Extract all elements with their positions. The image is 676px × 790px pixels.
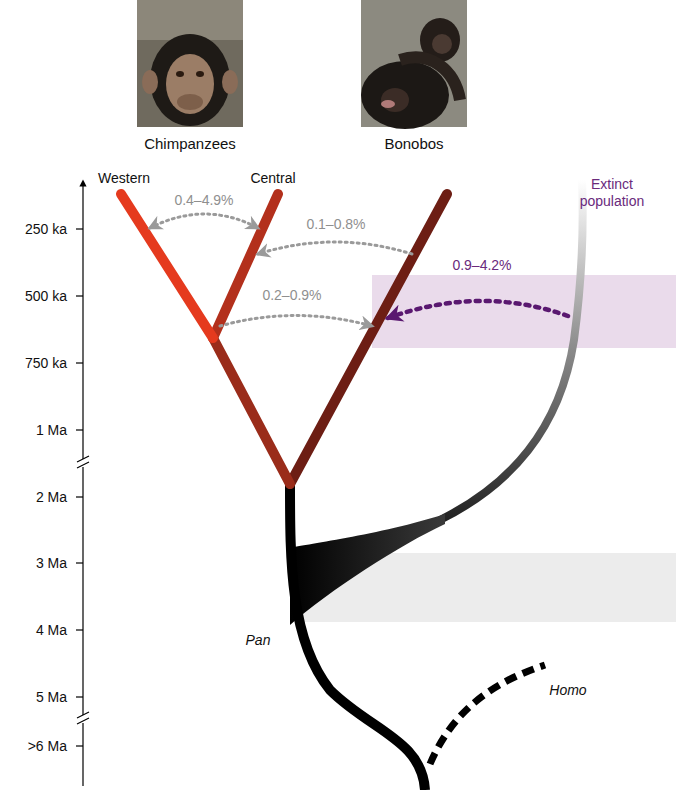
- axis-tick-label: >6 Ma: [28, 738, 67, 755]
- admixture-value: 0.4–4.9%: [174, 192, 233, 209]
- axis-tick-label: 3 Ma: [36, 555, 67, 572]
- gene-flow-arrows: [150, 214, 568, 326]
- population-name: Central: [250, 170, 295, 187]
- admixture-value: 0.2–0.9%: [262, 287, 321, 304]
- bonobo-photo: [361, 0, 467, 129]
- chimpanzee-photo: [137, 0, 243, 127]
- pan-tree: [121, 194, 447, 484]
- axis-tick-label: 1 Ma: [36, 422, 67, 439]
- axis-tick-label: 250 ka: [25, 221, 67, 238]
- genus-name: Homo: [549, 682, 586, 699]
- axis-tick-label: 4 Ma: [36, 622, 67, 639]
- genus-name: Pan: [246, 632, 271, 649]
- admixture-value: 0.9–4.2%: [452, 257, 511, 274]
- homo-lineage: [430, 665, 545, 764]
- species-caption: Chimpanzees: [144, 135, 236, 152]
- admixture-value: 0.1–0.8%: [306, 216, 365, 233]
- extinct-lineage: [440, 180, 583, 520]
- axis-tick-label: 500 ka: [25, 288, 67, 305]
- axis-tick-label: 750 ka: [25, 355, 67, 372]
- species-caption: Bonobos: [384, 135, 443, 152]
- lineage-split: [290, 514, 445, 625]
- pan-stem: [290, 484, 425, 790]
- population-name: Extinct population: [572, 176, 652, 210]
- admixture-band: [372, 275, 676, 348]
- axis-tick-label: 2 Ma: [36, 489, 67, 506]
- axis-tick-label: 5 Ma: [36, 689, 67, 706]
- population-name: Western: [98, 170, 150, 187]
- time-axis: [76, 183, 89, 786]
